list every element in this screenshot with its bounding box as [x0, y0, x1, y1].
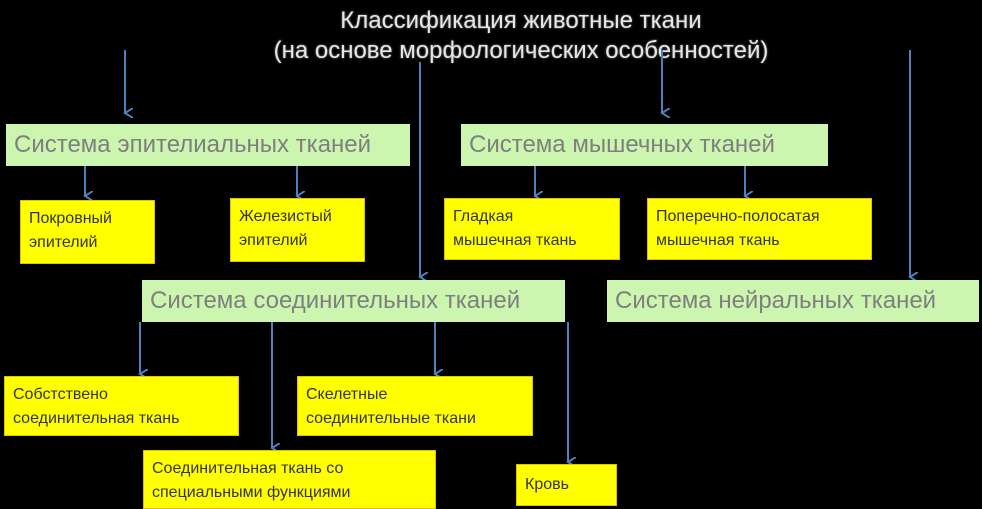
leaf-specialnye-line1: Соединительная ткань со: [152, 460, 344, 477]
leaf-sobstvenno: Собстствено соединительная ткань: [4, 376, 239, 436]
leaf-pokrovny-line1: Покровный: [29, 210, 112, 227]
system-connective: Система соединительных тканей: [142, 280, 565, 322]
leaf-skeletnye-line1: Скелетные: [306, 386, 388, 403]
diagram-title-line1: Классификация животные ткани: [340, 7, 702, 34]
leaf-gladkaya-line2: мышечная ткань: [453, 232, 577, 249]
system-epithelial: Система эпителиальных тканей: [6, 124, 410, 166]
leaf-zhelezisty: Железистый эпителий: [230, 198, 365, 262]
system-neural: Система нейральных тканей: [607, 280, 979, 322]
leaf-gladkaya: Гладкая мышечная ткань: [444, 198, 620, 260]
leaf-pokrovny: Покровный эпителий: [20, 200, 155, 264]
leaf-gladkaya-line1: Гладкая: [453, 208, 514, 225]
leaf-poperechno-line2: мышечная ткань: [656, 232, 780, 249]
leaf-specialnye-line2: специальными функциями: [152, 484, 351, 501]
system-muscle: Система мышечных тканей: [461, 124, 828, 166]
leaf-poperechno-line1: Поперечно-полосатая: [656, 208, 820, 225]
leaf-zhelezisty-line2: эпителий: [239, 232, 308, 249]
leaf-pokrovny-line2: эпителий: [29, 234, 98, 251]
leaf-zhelezisty-line1: Железистый: [239, 208, 332, 225]
leaf-poperechno: Поперечно-полосатая мышечная ткань: [647, 198, 872, 260]
leaf-sobstvenno-line2: соединительная ткань: [13, 410, 180, 427]
leaf-specialnye: Соединительная ткань со специальными фун…: [143, 450, 436, 509]
diagram-title-line2: (на основе морфологических особенностей): [273, 37, 769, 64]
leaf-krov: Кровь: [516, 464, 617, 506]
leaf-krov-line1: Кровь: [525, 476, 569, 493]
leaf-skeletnye-line2: соединительные ткани: [306, 410, 476, 427]
leaf-sobstvenno-line1: Собстствено: [13, 386, 108, 403]
leaf-skeletnye: Скелетные соединительные ткани: [297, 376, 533, 436]
